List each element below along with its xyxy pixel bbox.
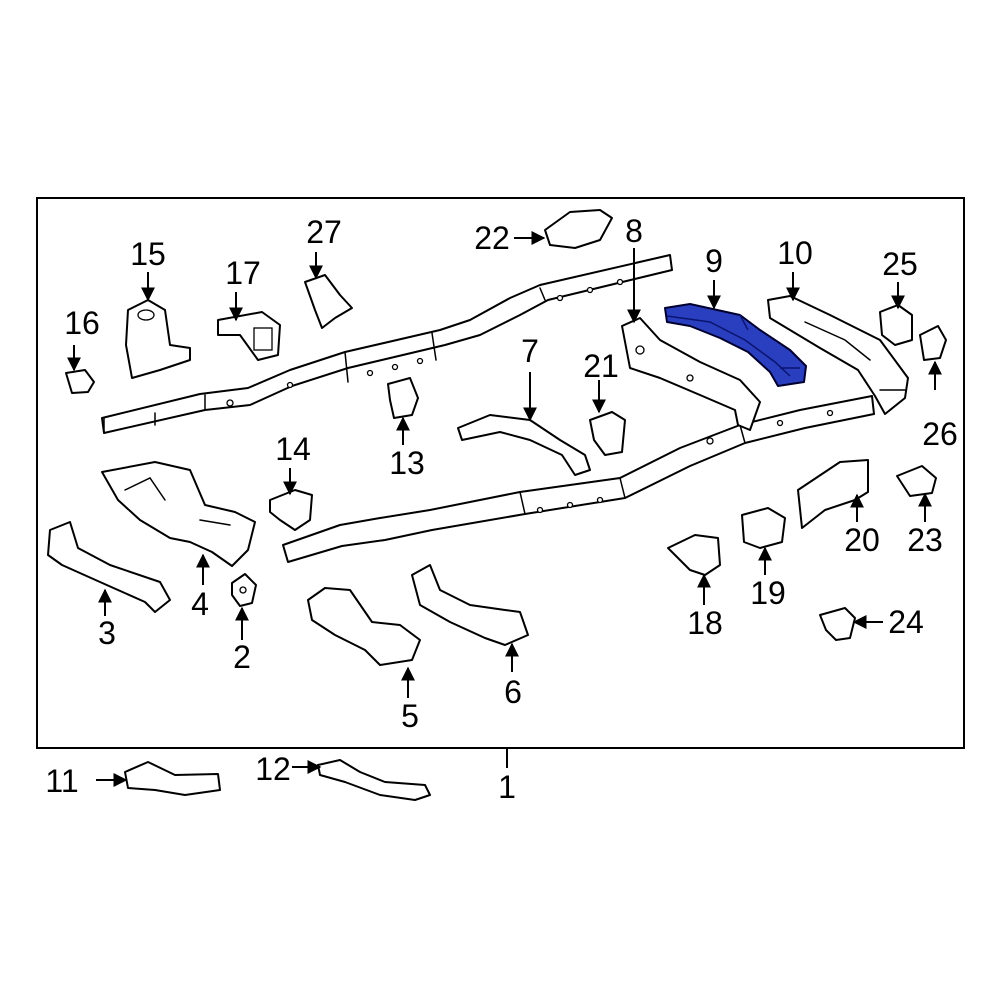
callout-12[interactable]: 12 (255, 751, 291, 787)
callout-6[interactable]: 6 (504, 674, 522, 710)
callout-27[interactable]: 27 (306, 214, 342, 250)
callout-5[interactable]: 5 (401, 698, 419, 734)
callout-13[interactable]: 13 (389, 445, 425, 481)
part-23-bracket[interactable] (896, 465, 937, 497)
callout-18[interactable]: 18 (687, 605, 723, 641)
part-3-front-bar[interactable] (47, 521, 171, 613)
callout-labels: 1 2 3 4 5 6 7 8 9 10 11 12 13 14 15 16 1… (45, 213, 957, 805)
part-25-bracket[interactable] (879, 304, 913, 346)
callout-10[interactable]: 10 (777, 235, 813, 271)
part-5-crossmember[interactable] (307, 587, 421, 666)
callout-16[interactable]: 16 (64, 305, 100, 341)
callout-19[interactable]: 19 (750, 575, 786, 611)
part-6-crossmember[interactable] (411, 564, 529, 646)
callout-4[interactable]: 4 (191, 586, 209, 622)
callout-2[interactable]: 2 (233, 639, 251, 675)
part-18-bracket[interactable] (667, 534, 721, 576)
frame-rail-lower[interactable] (282, 395, 875, 563)
frame-rail-upper[interactable] (101, 254, 673, 434)
leader-lines (67, 231, 942, 787)
callout-11[interactable]: 11 (45, 763, 78, 799)
callout-15[interactable]: 15 (130, 236, 166, 272)
part-7-bracket[interactable] (457, 414, 591, 476)
callout-1[interactable]: 1 (498, 769, 516, 805)
part-2-plate[interactable] (231, 573, 257, 607)
callout-7[interactable]: 7 (521, 333, 539, 369)
part-22-bracket[interactable] (544, 209, 613, 249)
part-12-reinforcement[interactable] (317, 759, 431, 801)
part-27-bracket[interactable] (304, 274, 353, 329)
part-21-bracket[interactable] (589, 411, 626, 456)
callout-22[interactable]: 22 (474, 220, 510, 256)
part-19-bracket[interactable] (741, 507, 786, 549)
part-13-bracket[interactable] (387, 377, 419, 419)
part-4-front-crossmember[interactable] (101, 461, 256, 567)
callout-26[interactable]: 26 (922, 416, 958, 452)
callout-24[interactable]: 24 (888, 604, 924, 640)
callout-17[interactable]: 17 (225, 255, 261, 291)
part-11-reinforcement[interactable] (124, 761, 221, 796)
part-26-bracket[interactable] (919, 325, 947, 361)
callout-14[interactable]: 14 (275, 431, 311, 467)
callout-9[interactable]: 9 (705, 243, 723, 279)
callout-3[interactable]: 3 (98, 615, 116, 651)
callout-8[interactable]: 8 (625, 213, 643, 249)
part-9-crossmember-highlighted[interactable] (664, 303, 807, 387)
callout-25[interactable]: 25 (882, 246, 918, 282)
part-8-crossmember-bracket[interactable] (621, 317, 761, 431)
part-17-mount[interactable] (217, 311, 281, 361)
callout-23[interactable]: 23 (907, 522, 943, 558)
part-10-rear-crossmember[interactable] (767, 295, 909, 415)
callout-21[interactable]: 21 (583, 348, 619, 384)
part-16-bracket[interactable] (65, 369, 95, 394)
diagram-border (36, 197, 965, 749)
part-15-mount[interactable] (125, 299, 191, 379)
callout-20[interactable]: 20 (844, 522, 880, 558)
part-24-bracket[interactable] (819, 607, 856, 641)
part-14-mount[interactable] (269, 489, 313, 531)
